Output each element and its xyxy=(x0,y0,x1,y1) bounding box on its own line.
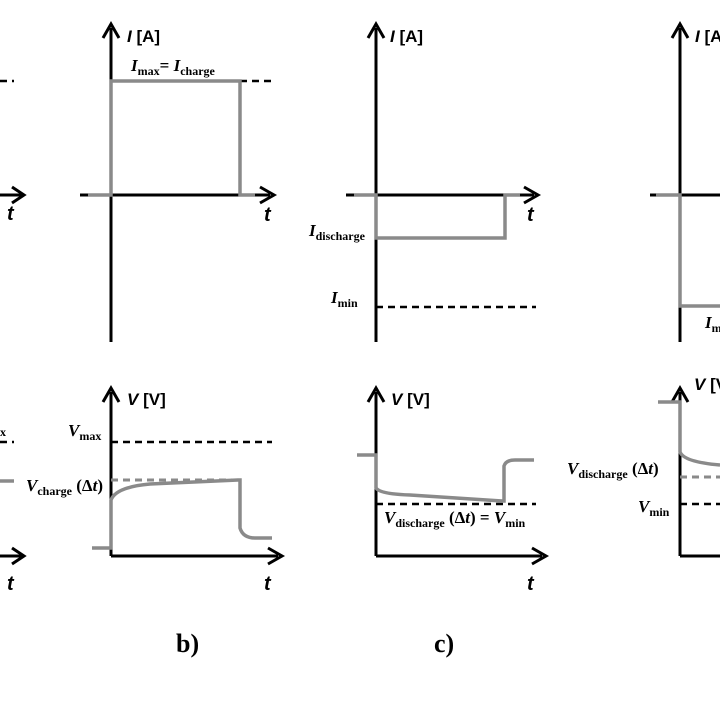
panel-b-voltage-t-label: t xyxy=(264,573,272,595)
panel-b-current-plot: I [A] t Imax= Icharge xyxy=(80,20,278,342)
panel-b-current-y-label: I [A] xyxy=(127,27,160,46)
panel-c-idischarge-label: Idischarge xyxy=(308,221,366,243)
left-stub: t x t xyxy=(0,79,27,595)
panel-d-vdischarge-label: Vdischarge (Δt) xyxy=(567,459,659,481)
panel-d-current-y-arrow xyxy=(670,20,690,39)
panel-c-current-t-arrow xyxy=(523,185,542,205)
panel-d-voltage-y-arrow xyxy=(670,384,690,403)
stub-top-t-label: t xyxy=(7,203,15,225)
panel-c-vdischarge-label: Vdischarge (Δt) = Vmin xyxy=(384,508,526,530)
panel-d-current-y-label: I [A xyxy=(695,27,720,46)
panel-b-voltage-y-arrow xyxy=(101,384,121,403)
panel-c-voltage-y-label: V [V] xyxy=(391,390,430,409)
panel-b-voltage-t-arrow xyxy=(267,546,286,566)
panel-b-current-t-label: t xyxy=(264,204,272,226)
panel-d-current-plot: I [A Im xyxy=(650,20,720,342)
stub-bottom-t-arrow xyxy=(11,546,27,566)
panel-d-current-pulse xyxy=(656,193,720,308)
stub-bottom-label-fragment: x xyxy=(0,425,6,439)
panel-b-vcharge-label: Vcharge (Δt) xyxy=(26,476,103,498)
panel-b-voltage-curve xyxy=(92,478,272,550)
panel-c-current-plot: I [A] t Idischarge Imin xyxy=(308,20,542,342)
panel-b-label: b) xyxy=(176,629,199,658)
panel-d-imin-fragment-label: Im xyxy=(704,313,720,335)
panel-c-voltage-curve xyxy=(357,453,534,503)
panel-b-imax-label: Imax= Icharge xyxy=(130,56,216,78)
stub-bottom-t-label: t xyxy=(7,573,15,595)
panel-c-current-t-label: t xyxy=(527,204,535,226)
panel-b-voltage-y-label: V [V] xyxy=(127,390,166,409)
panel-c-current-pulse xyxy=(354,193,520,240)
panel-d-voltage-curve xyxy=(658,400,720,467)
panel-d-voltage-y-label: V [V xyxy=(694,375,720,394)
panel-c-voltage-t-arrow xyxy=(531,546,550,566)
panel-b-voltage-plot: V [V] t Vmax Vcharge (Δt) xyxy=(26,384,286,595)
panel-c-current-y-label: I [A] xyxy=(390,27,423,46)
panel-c-voltage-t-label: t xyxy=(527,573,535,595)
panel-b-vmax-label: Vmax xyxy=(68,421,101,443)
panel-b-current-t-arrow xyxy=(259,185,278,205)
panel-c-imin-label: Imin xyxy=(330,288,358,310)
panel-c-current-y-arrow xyxy=(366,20,386,39)
stub-top-t-arrow xyxy=(11,185,27,205)
panel-c-label: c) xyxy=(434,629,454,658)
panel-b-current-pulse xyxy=(88,79,255,197)
panel-c-voltage-y-arrow xyxy=(366,384,386,403)
panel-d-voltage-plot: V [V Vdischarge (Δt) Vmin xyxy=(567,375,720,558)
panel-d-vmin-label: Vmin xyxy=(638,497,670,519)
panel-c-voltage-plot: V [V] t Vdischarge (Δt) = Vmin xyxy=(357,384,550,595)
panel-b-current-y-arrow xyxy=(101,20,121,39)
